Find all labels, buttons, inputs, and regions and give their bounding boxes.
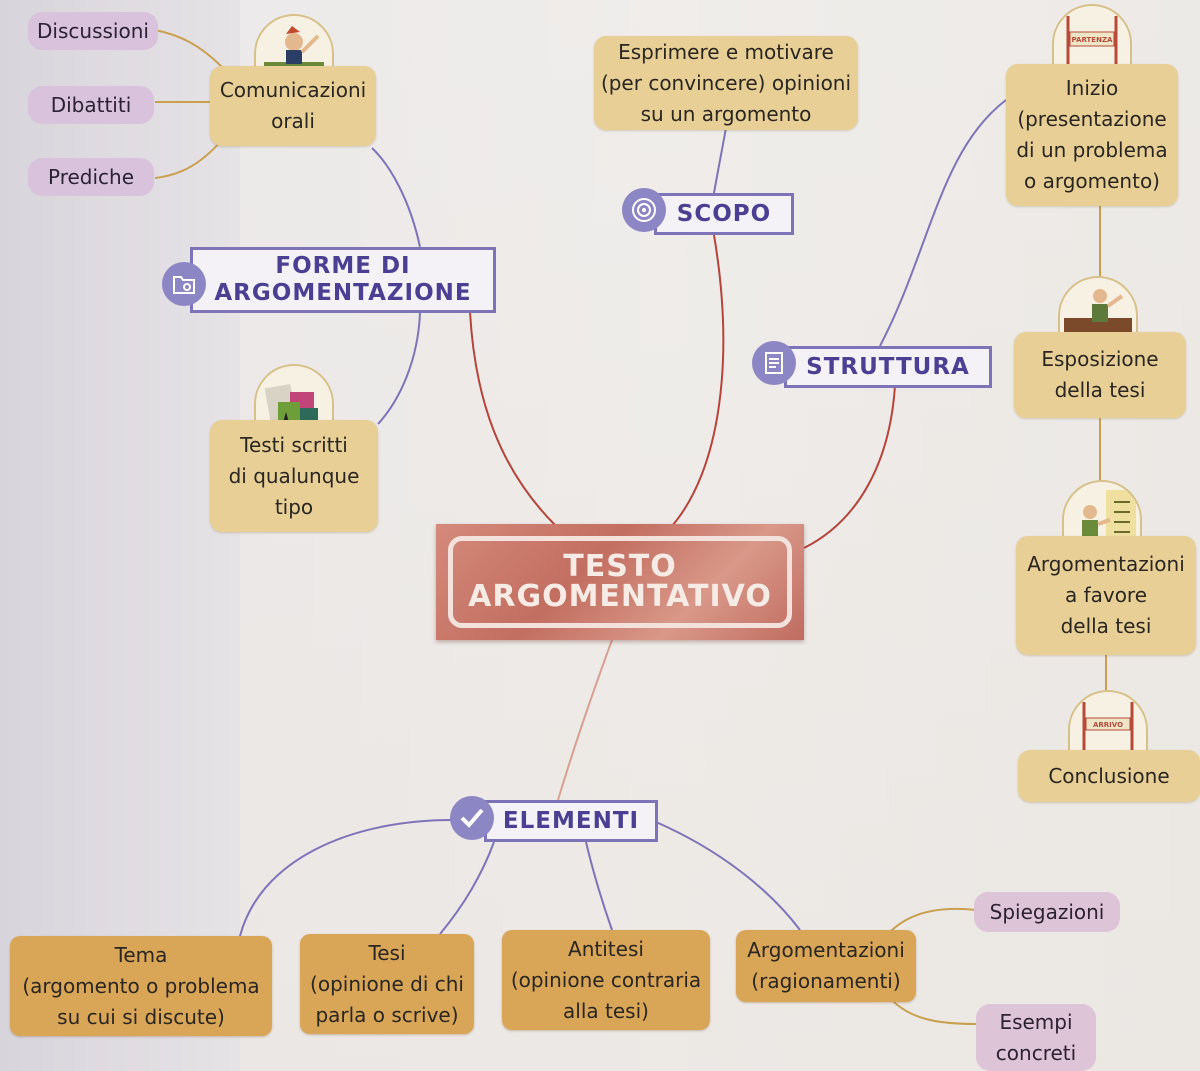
- finish-sign-text: ARRIVO: [1093, 721, 1123, 729]
- type-prediche: Prediche: [28, 158, 154, 196]
- central-title: TESTO ARGOMENTATIVO: [448, 536, 792, 628]
- checkmark-icon: [450, 796, 494, 840]
- type-discussioni: Discussioni: [28, 12, 158, 50]
- category-scopo-label: SCOPO: [676, 200, 772, 227]
- category-struttura: STRUTTURA: [784, 346, 992, 388]
- central-topic: TESTO ARGOMENTATIVO: [436, 524, 804, 640]
- category-scopo: SCOPO: [654, 193, 794, 235]
- elemento-tesi: Tesi (opinione di chi parla o scrive): [300, 934, 474, 1034]
- category-elementi: ELEMENTI: [484, 800, 658, 842]
- elemento-argomentazioni: Argomentazioni (ragionamenti): [736, 930, 916, 1002]
- category-struttura-label: STRUTTURA: [806, 353, 970, 380]
- elemento-tema: Tema (argomento o problema su cui si dis…: [10, 936, 272, 1036]
- category-forme-label: FORME DI ARGOMENTAZIONE: [214, 253, 472, 306]
- struttura-esposizione: Esposizione della tesi: [1014, 332, 1186, 418]
- target-icon: [622, 188, 666, 232]
- ragionamenti-esempi: Esempi concreti: [976, 1004, 1096, 1071]
- testi-scritti: Testi scritti di qualunque tipo: [210, 420, 378, 532]
- category-forme: FORME DI ARGOMENTAZIONE: [190, 247, 496, 313]
- scopo-description: Esprimere e motivare (per convincere) op…: [594, 36, 858, 130]
- ragionamenti-spiegazioni: Spiegazioni: [974, 892, 1120, 932]
- type-dibattiti: Dibattiti: [28, 86, 154, 124]
- document-icon: [752, 341, 796, 385]
- struttura-inizio: Inizio (presentazione di un problema o a…: [1006, 64, 1178, 206]
- category-elementi-label: ELEMENTI: [502, 807, 640, 834]
- elemento-antitesi: Antitesi (opinione contraria alla tesi): [502, 930, 710, 1030]
- struttura-argomentazioni: Argomentazioni a favore della tesi: [1016, 536, 1196, 655]
- comunicazioni-orali: Comunicazioni orali: [210, 66, 376, 146]
- folder-icon: [162, 262, 206, 306]
- start-sign-text: PARTENZA: [1072, 36, 1113, 44]
- struttura-conclusione: Conclusione: [1018, 750, 1200, 802]
